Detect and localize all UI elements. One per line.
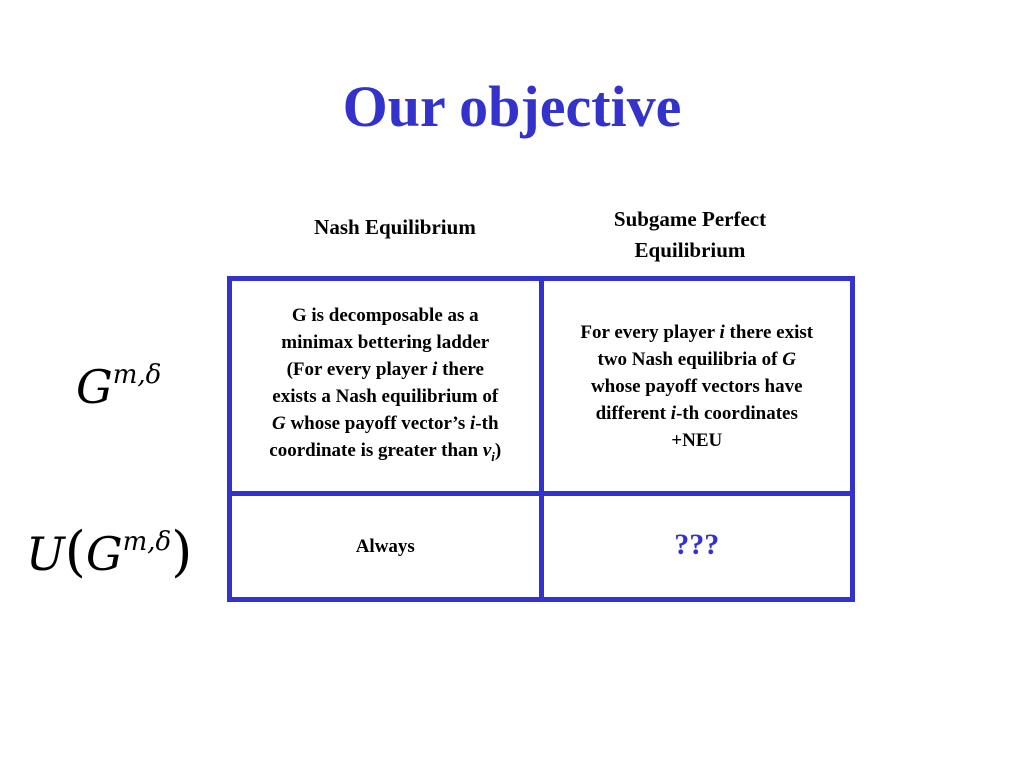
cell-text-line: whose payoff vectors have bbox=[590, 375, 803, 397]
equilibrium-table: G is decomposable as a minimax bettering… bbox=[227, 275, 855, 602]
cell-text: coordinate is greater than bbox=[269, 440, 483, 462]
cell-g-nash: G is decomposable as a minimax bettering… bbox=[227, 275, 544, 497]
column-header-nash: Nash Equilibrium bbox=[270, 212, 520, 243]
cell-italic: v bbox=[482, 440, 492, 462]
cell-always: Always bbox=[355, 536, 415, 558]
cell-unknown: ??? bbox=[674, 528, 720, 562]
cell-text-line: For every player i there exist bbox=[554, 319, 841, 346]
column-header-spe-line1: Subgame Perfect bbox=[613, 207, 767, 231]
row-label-ug-func: U bbox=[26, 527, 65, 581]
cell-text-line: minimax bettering ladder bbox=[281, 332, 490, 354]
cell-text: -th bbox=[475, 413, 499, 435]
cell-text-line: (For every player i there bbox=[242, 356, 529, 383]
row-label-g-base: G bbox=[76, 360, 113, 414]
cell-italic: G bbox=[271, 413, 286, 435]
cell-text: For every player bbox=[580, 321, 720, 343]
column-header-nash-label: Nash Equilibrium bbox=[314, 215, 476, 239]
table-row: Always ??? bbox=[227, 491, 855, 602]
table-row: G is decomposable as a minimax bettering… bbox=[227, 275, 855, 497]
cell-text-line: two Nash equilibria of G bbox=[554, 346, 841, 373]
cell-text-line: G whose payoff vector’s i-th bbox=[242, 410, 529, 437]
cell-text-line: G is decomposable as a bbox=[291, 305, 479, 327]
cell-italic: i bbox=[670, 402, 676, 424]
row-label-g-sup: m,δ bbox=[112, 359, 162, 390]
cell-italic: i bbox=[432, 359, 438, 381]
cell-text: whose payoff vector’s bbox=[285, 413, 471, 435]
cell-ug-spe: ??? bbox=[538, 491, 855, 602]
cell-text: ) bbox=[494, 440, 502, 462]
open-paren: ( bbox=[64, 520, 86, 583]
cell-text-line: +NEU bbox=[671, 429, 723, 451]
cell-text: there exist bbox=[724, 321, 814, 343]
close-paren: ) bbox=[171, 520, 193, 583]
cell-italic: i bbox=[470, 413, 476, 435]
cell-text: there bbox=[437, 359, 484, 381]
cell-italic: i bbox=[719, 321, 725, 343]
cell-text: (For every player bbox=[286, 359, 433, 381]
cell-g-spe: For every player i there exist two Nash … bbox=[538, 275, 855, 497]
cell-italic: G bbox=[782, 348, 796, 370]
cell-text: two Nash equilibria of bbox=[597, 348, 783, 370]
row-label-g: Gm,δ bbox=[76, 360, 161, 414]
row-label-ug: U(Gm,δ) bbox=[26, 520, 192, 583]
cell-ug-nash: Always bbox=[227, 491, 544, 602]
cell-text-line: coordinate is greater than vi) bbox=[242, 437, 529, 470]
cell-subscript: i bbox=[491, 449, 495, 465]
slide-title: Our objective bbox=[342, 74, 682, 139]
cell-text-line: exists a Nash equilibrium of bbox=[272, 386, 499, 408]
cell-text: -th coordinates bbox=[675, 402, 798, 424]
column-header-spe-line2: Equilibrium bbox=[634, 238, 746, 262]
row-label-ug-base: G bbox=[85, 527, 123, 581]
cell-text: different bbox=[595, 402, 671, 424]
column-header-spe: Subgame Perfect Equilibrium bbox=[560, 204, 820, 266]
row-label-ug-sup: m,δ bbox=[122, 526, 172, 557]
cell-text-line: different i-th coordinates bbox=[554, 400, 841, 427]
